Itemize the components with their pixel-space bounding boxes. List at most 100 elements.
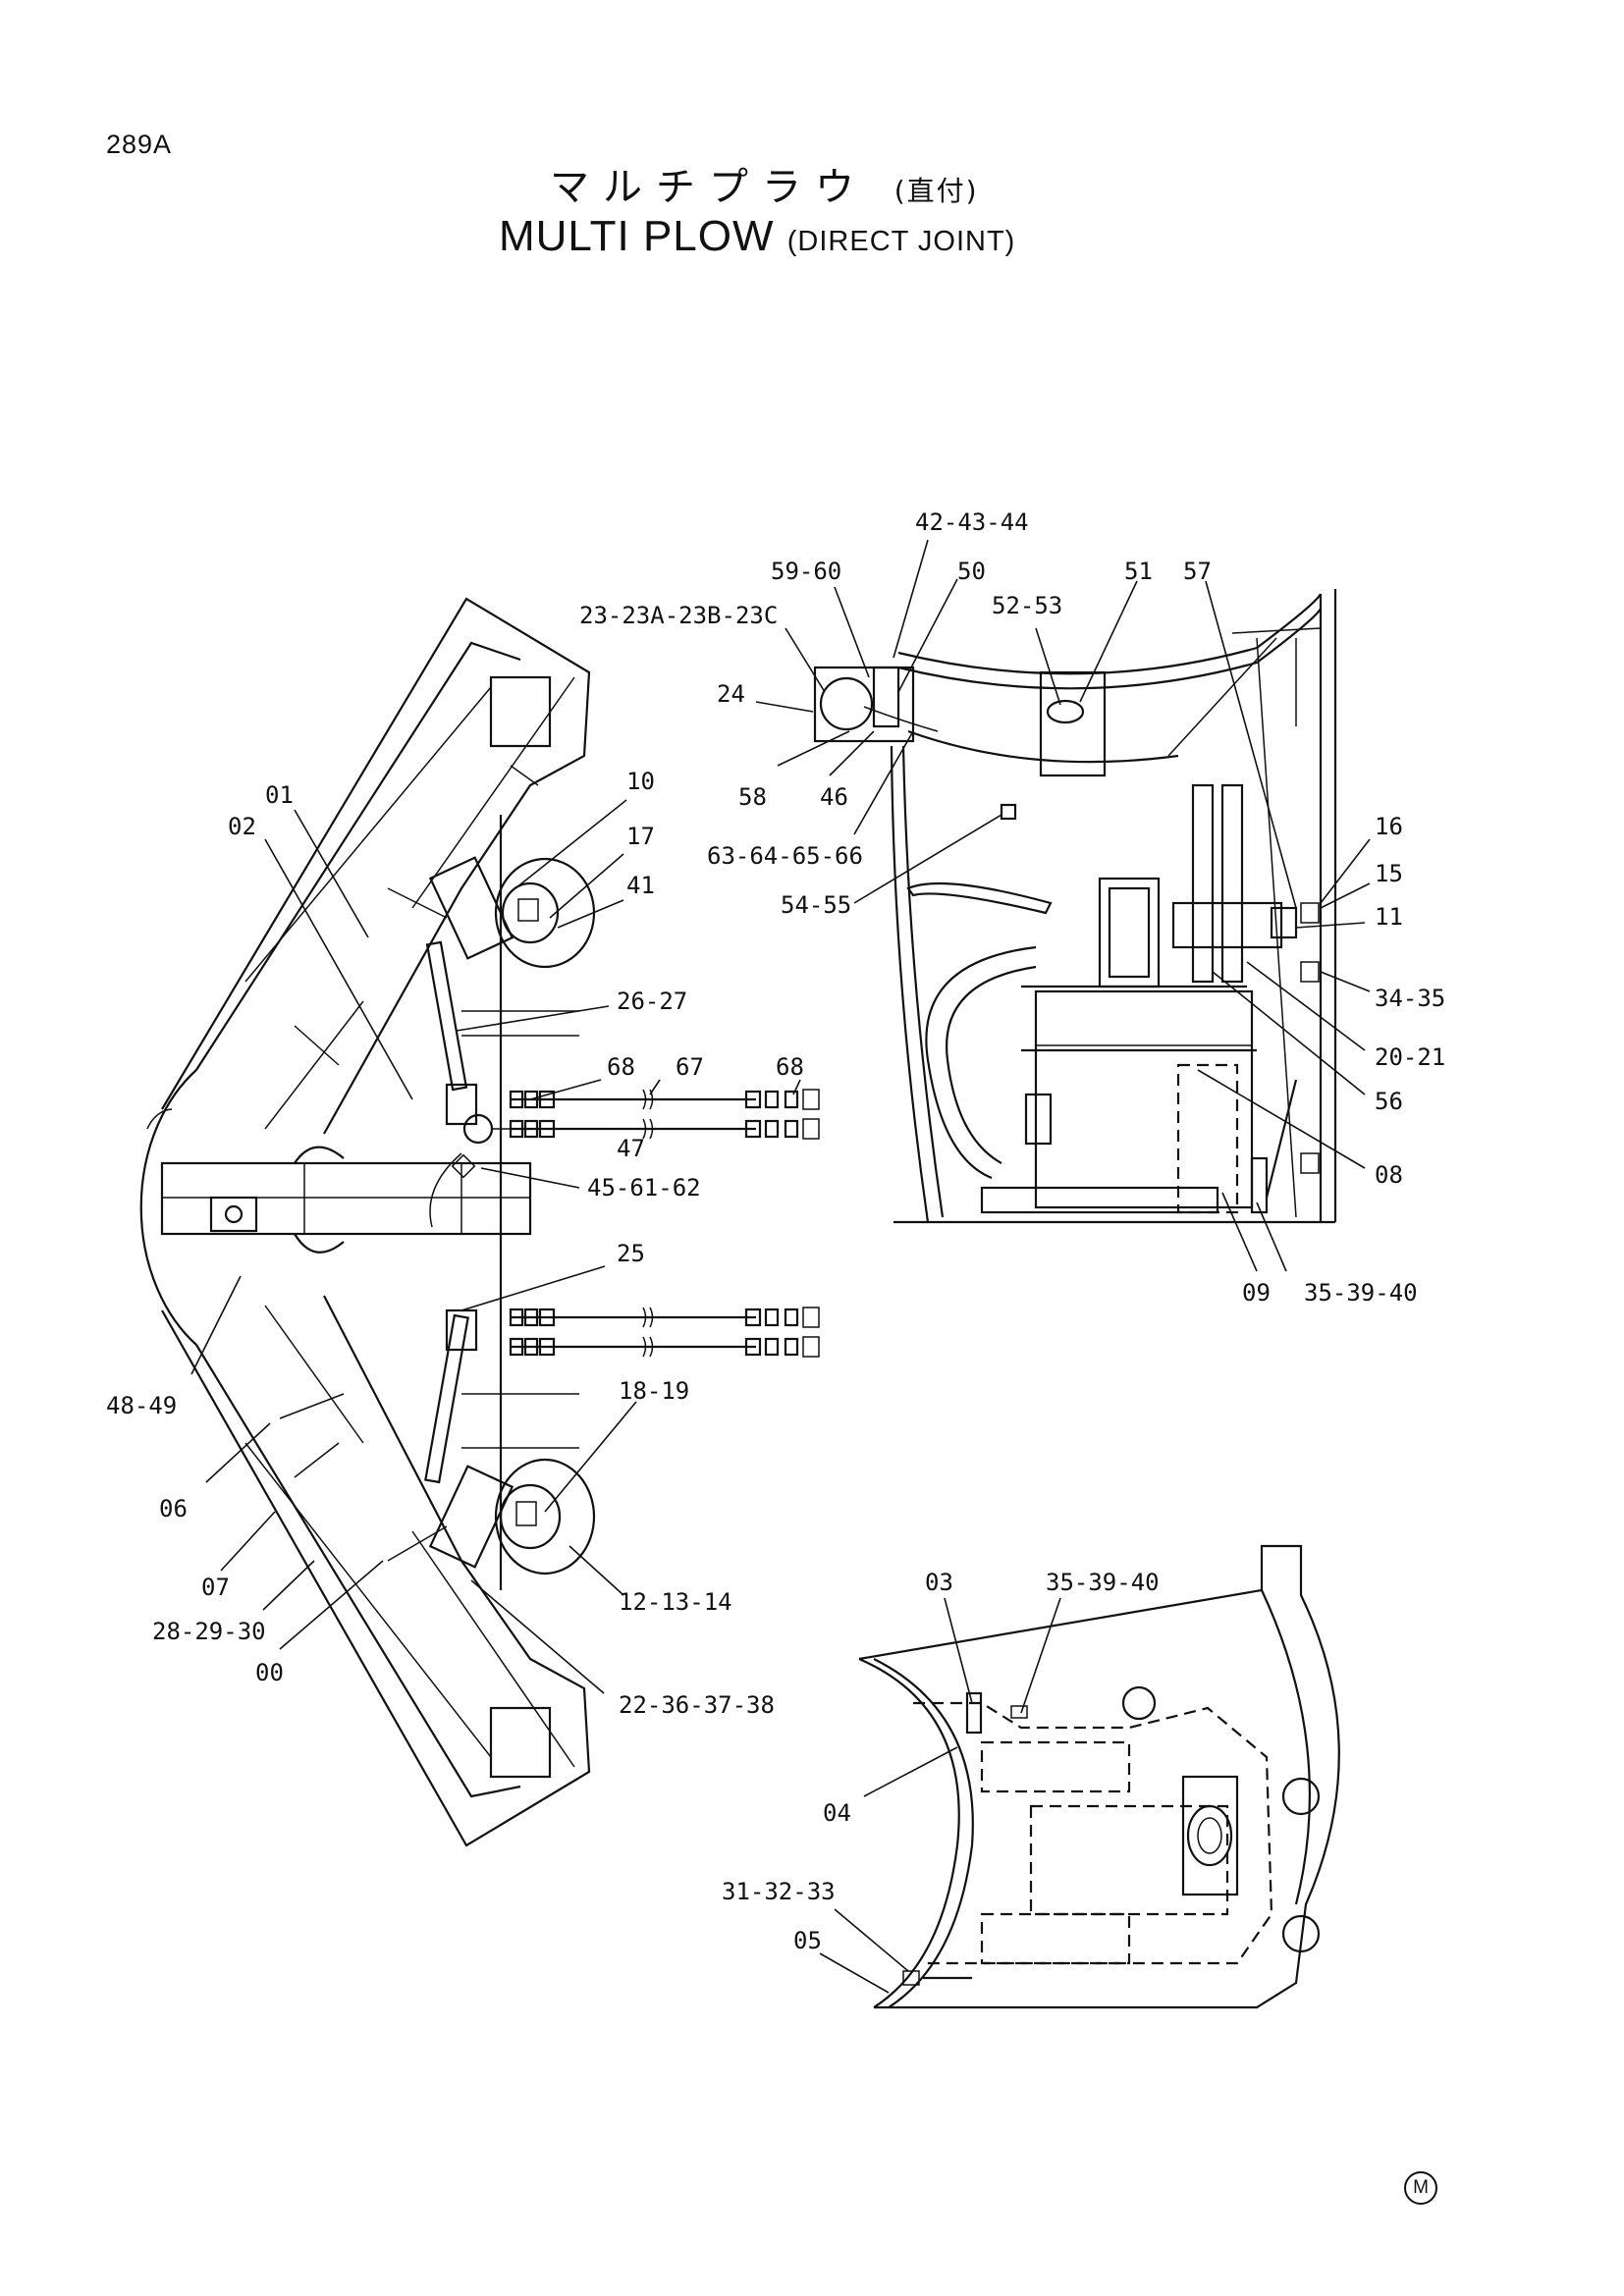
callout-23-23A-23B-23C: 23-23A-23B-23C — [579, 602, 778, 629]
maker-mark: M — [1404, 2171, 1437, 2205]
callout-35-39-40: 35-39-40 — [1304, 1279, 1418, 1307]
bottom-view: 03 35-39-40 04 31-32-33 05 — [722, 1544, 1340, 2009]
side-top-lower — [907, 729, 1179, 764]
bottom-left-curve — [858, 1657, 960, 2008]
frame-hose-top — [294, 1146, 345, 1164]
hidden-cylinder-lower — [980, 1912, 1131, 1965]
callout-01: 01 — [265, 781, 294, 809]
title-japanese-main: マルチプラウ — [550, 165, 868, 210]
callout-20-21: 20-21 — [1375, 1043, 1445, 1071]
title-english: MULTI PLOW (DIRECT JOINT) — [499, 212, 1015, 261]
upper-moldboard-inner — [195, 641, 521, 1071]
callout-58: 58 — [738, 783, 767, 811]
upper-wheel-hub — [501, 881, 560, 944]
callout-68: 68 — [607, 1053, 635, 1081]
small-square — [1000, 803, 1017, 821]
side-hose-2 — [946, 965, 1037, 1164]
side-base — [980, 1186, 1219, 1214]
callout-26-27: 26-27 — [617, 988, 687, 1015]
callout-34-35: 34-35 — [1375, 985, 1445, 1012]
callout-54-55: 54-55 — [781, 891, 851, 919]
bottom-wheel-hub — [1197, 1817, 1222, 1854]
callout-02: 02 — [228, 813, 256, 840]
lower-rib-5 — [294, 1442, 340, 1478]
plate-53 — [1039, 670, 1107, 777]
callout-63-64-65-66: 63-64-65-66 — [707, 842, 863, 870]
side-cylinder-inner — [1108, 886, 1151, 979]
callout-15: 15 — [1375, 860, 1403, 887]
bottom-right-inner — [1261, 1589, 1311, 1905]
callout-11: 11 — [1375, 903, 1403, 931]
upper-hose-set — [509, 1089, 820, 1140]
plan-view: 01 02 10 17 41 26-27 68 67 68 47 45-61-6… — [106, 597, 820, 1847]
hidden-frame — [913, 1701, 1273, 1965]
callout-56: 56 — [1375, 1088, 1403, 1115]
callout-12-13-14: 12-13-14 — [619, 1588, 732, 1616]
part-03-bar — [965, 1691, 983, 1735]
callout-05: 05 — [793, 1927, 822, 1954]
side-cap — [1270, 906, 1298, 939]
callout-48-49: 48-49 — [106, 1392, 177, 1419]
center-frame-pin — [224, 1204, 244, 1224]
callout-51: 51 — [1124, 558, 1153, 585]
side-post-2 — [1220, 783, 1244, 984]
bottom-wheel — [1186, 1804, 1233, 1867]
upper-rib-1 — [244, 686, 492, 983]
callout-06: 06 — [159, 1495, 188, 1522]
side-pin — [1250, 1156, 1269, 1214]
side-view: 42-43-44 59-60 50 51 57 52-53 23-23A-23B… — [579, 508, 1445, 1307]
upper-moldboard-outline — [161, 597, 591, 1135]
callout-57: 57 — [1183, 558, 1212, 585]
center-frame — [160, 1161, 532, 1236]
small-fitting — [451, 1153, 476, 1179]
callout-09: 09 — [1242, 1279, 1271, 1307]
bottom-left-curve-inner — [873, 1658, 974, 2008]
callout-41: 41 — [626, 872, 655, 899]
lower-rib-3 — [279, 1393, 345, 1419]
part-31-nut — [902, 1970, 920, 1986]
bottom-circle-2 — [1281, 1777, 1321, 1816]
title-english-sub: (DIRECT JOINT) — [786, 226, 1016, 257]
callout-10: 10 — [626, 768, 655, 795]
side-nut-bot — [1300, 1152, 1320, 1174]
callout-25: 25 — [617, 1240, 645, 1267]
callout-18-19: 18-19 — [619, 1377, 689, 1405]
callout-08: 08 — [1375, 1161, 1403, 1189]
bottom-circle-3 — [1281, 1914, 1321, 1953]
callout-28-29-30: 28-29-30 — [152, 1618, 266, 1645]
bottom-callouts: 03 35-39-40 04 31-32-33 05 — [722, 1569, 1160, 1954]
callout-22-36-37-38: 22-36-37-38 — [619, 1691, 775, 1719]
bottom-circle-1 — [1121, 1685, 1157, 1721]
frame-hose-mid — [429, 1152, 462, 1228]
callout-00: 00 — [255, 1659, 284, 1686]
side-nut-top — [1300, 902, 1320, 924]
lower-moldboard-inner — [195, 1344, 521, 1798]
lower-wheel-bolt — [515, 1501, 537, 1526]
side-hose-1 — [925, 945, 1037, 1180]
nose-detail — [146, 1108, 173, 1130]
side-left-curve-inner — [901, 745, 945, 1218]
callout-03: 03 — [925, 1569, 953, 1596]
callout-45-61-62: 45-61-62 — [587, 1174, 701, 1201]
bracket-pin — [819, 676, 874, 731]
lower-wheel-hub — [499, 1483, 562, 1550]
title-english-main: MULTI PLOW — [499, 212, 775, 260]
side-callouts: 42-43-44 59-60 50 51 57 52-53 23-23A-23B… — [579, 508, 1445, 1307]
callout-04: 04 — [823, 1799, 851, 1827]
side-top-curve-inner — [897, 608, 1322, 690]
plan-leaders — [190, 799, 801, 1694]
bracket-link — [863, 706, 939, 732]
callout-07: 07 — [201, 1574, 230, 1601]
side-left-curve — [890, 745, 930, 1223]
callout-24: 24 — [717, 680, 745, 708]
upper-end-block — [489, 675, 552, 748]
lower-cylinder — [424, 1313, 469, 1484]
lower-moldboard-outline — [161, 1295, 591, 1847]
hidden-cylinder-upper — [980, 1740, 1131, 1793]
callout-17: 17 — [626, 823, 655, 850]
bottom-outline — [858, 1544, 1340, 2009]
frame-hose-bottom — [294, 1233, 345, 1254]
callout-42-43-44: 42-43-44 — [915, 508, 1029, 536]
upper-brace — [264, 1000, 364, 1130]
bracket-plate — [872, 666, 900, 728]
